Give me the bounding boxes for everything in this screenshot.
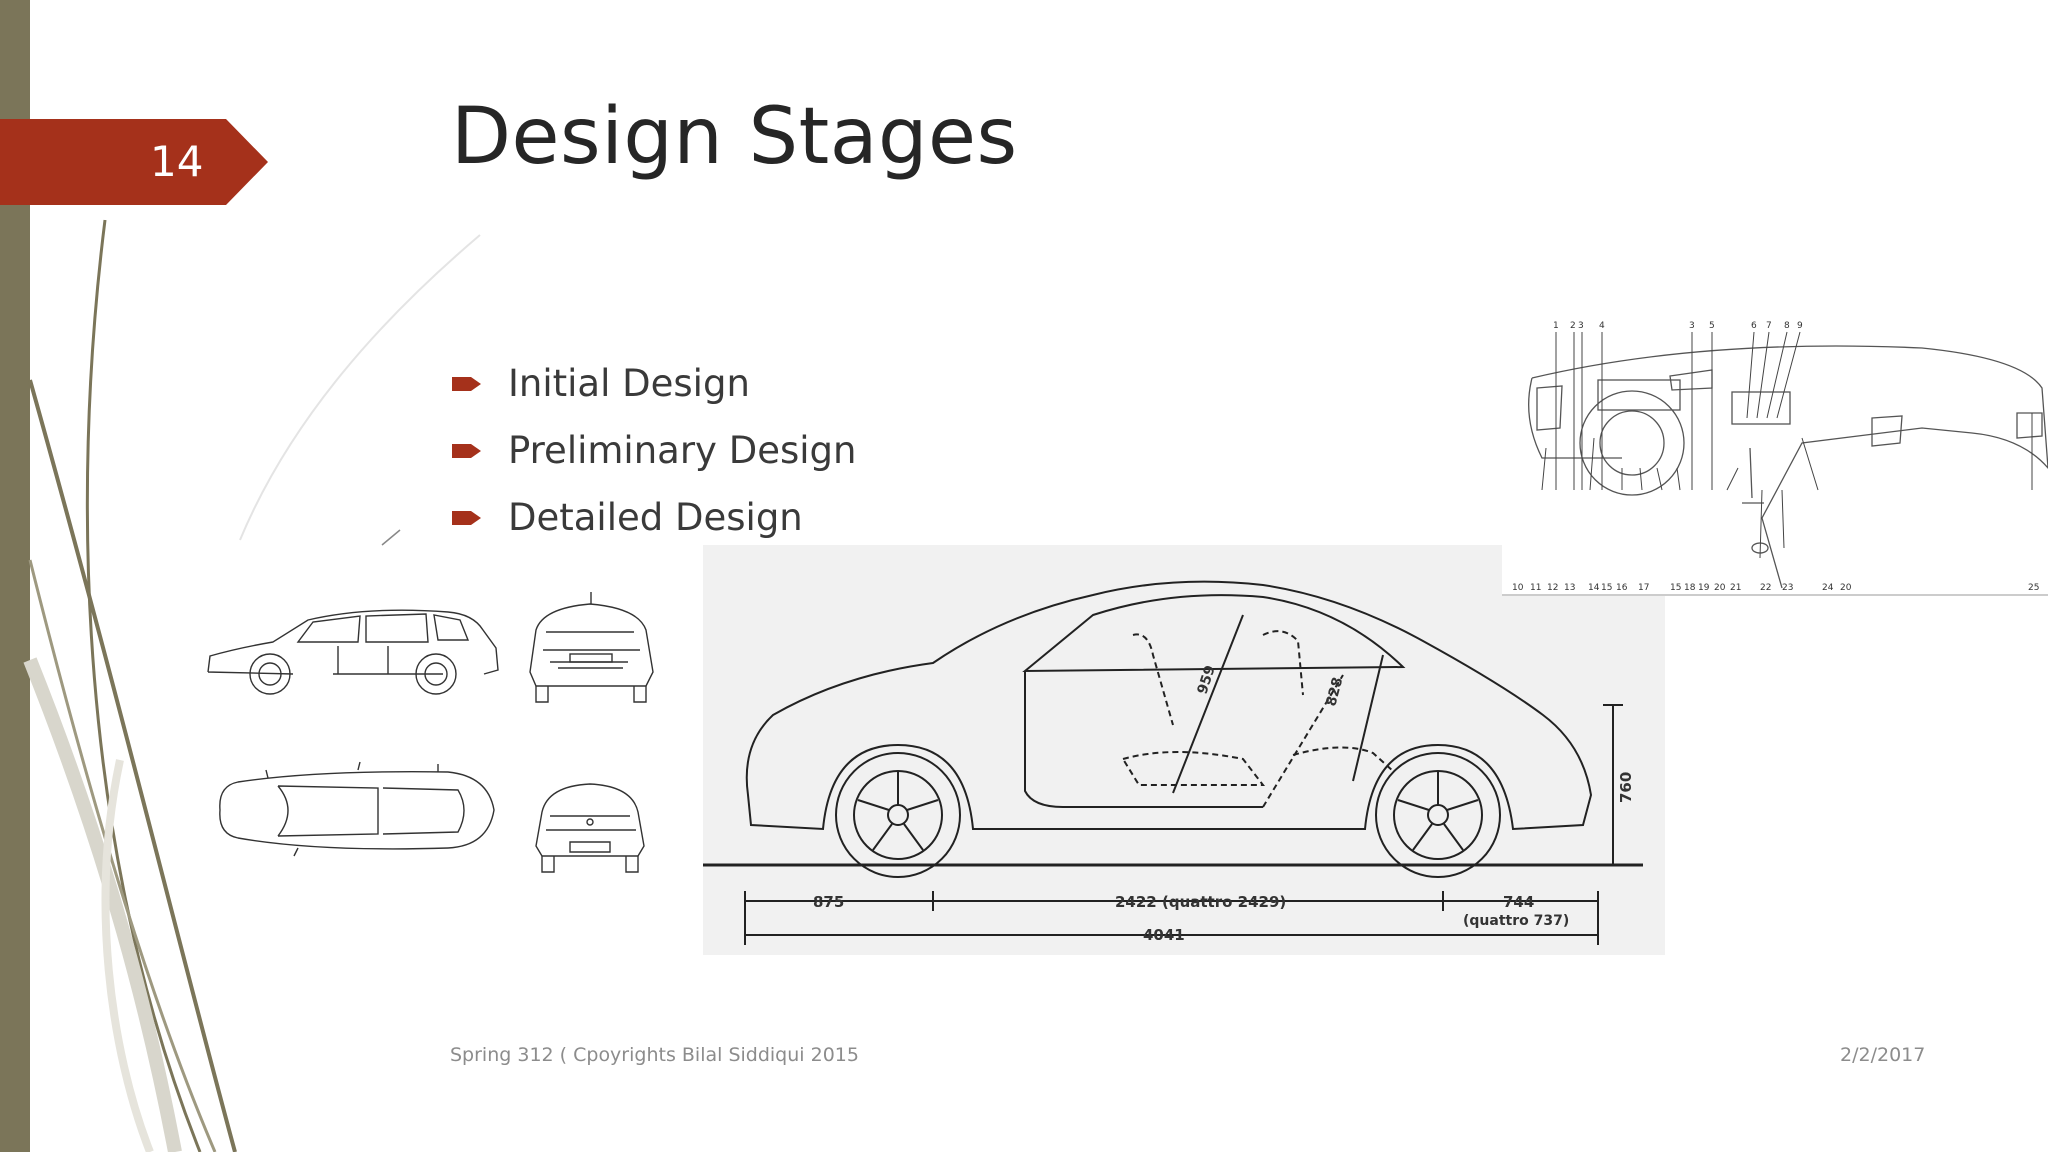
callout-label: 24 xyxy=(1822,583,1834,593)
callout-label: 19 xyxy=(1698,583,1710,593)
dim-height: 760 xyxy=(1617,772,1635,803)
callout-label: 20 xyxy=(1714,583,1726,593)
dim-rear-headroom: 828 xyxy=(1323,676,1346,708)
arrow-bullet-icon xyxy=(452,443,481,458)
bullet-item: Detailed Design xyxy=(452,484,856,551)
callout-label: 15 xyxy=(1670,583,1681,593)
callout-label: 6 xyxy=(1751,321,1757,331)
callout-label: 1 xyxy=(1553,321,1559,331)
callout-label: 3 xyxy=(1689,321,1695,331)
dim-total-length: 4041 xyxy=(1143,926,1185,944)
bullet-text: Initial Design xyxy=(508,362,750,405)
callout-label: 8 xyxy=(1784,321,1790,331)
arrow-bullet-icon xyxy=(452,376,481,391)
callout-label: 25 xyxy=(2028,583,2039,593)
footer-date: 2/2/2017 xyxy=(1840,1044,1926,1066)
callout-label: 18 xyxy=(1684,583,1696,593)
slide-number: 14 xyxy=(150,137,204,186)
callout-label: 22 xyxy=(1760,583,1771,593)
bullet-text: Preliminary Design xyxy=(508,429,857,472)
callout-label: 13 xyxy=(1564,583,1575,593)
bullet-text: Detailed Design xyxy=(508,496,803,539)
callout-label: 7 xyxy=(1766,321,1772,331)
bullet-item: Initial Design xyxy=(452,350,856,417)
car-orthographic-views-image xyxy=(207,592,654,873)
dim-front-overhang: 875 xyxy=(813,893,844,911)
slide-title: Design Stages xyxy=(451,92,1018,182)
dim-rear-overhang: 744 xyxy=(1503,893,1534,911)
callout-label: 9 xyxy=(1797,321,1803,331)
callout-label: 15 xyxy=(1601,583,1612,593)
callout-label: 3 xyxy=(1578,321,1584,331)
callout-label: 4 xyxy=(1599,321,1605,331)
dashboard-callout-drawing: 1 2 3 4 3 5 6 7 8 9 10 11 12 13 14 15 16… xyxy=(1502,318,2048,596)
dim-rear-quattro: (quattro 737) xyxy=(1463,913,1569,929)
callout-label: 11 xyxy=(1530,583,1541,593)
car-side-dimension-drawing: 875 2422 (quattro 2429) 744 (quattro 737… xyxy=(703,545,1665,955)
callout-label: 17 xyxy=(1638,583,1649,593)
dim-wheelbase: 2422 (quattro 2429) xyxy=(1115,893,1286,911)
callout-label: 20 xyxy=(1840,583,1852,593)
callout-label: 10 xyxy=(1512,583,1524,593)
slide-number-badge: 14 xyxy=(0,119,270,205)
arrow-bullet-icon xyxy=(452,510,481,525)
callout-label: 16 xyxy=(1616,583,1628,593)
callout-label: 23 xyxy=(1782,583,1793,593)
callout-label: 14 xyxy=(1588,583,1600,593)
bullet-item: Preliminary Design xyxy=(452,417,856,484)
footer-copyright: Spring 312 ( Cpoyrights Bilal Siddiqui 2… xyxy=(450,1044,859,1066)
callout-label: 12 xyxy=(1547,583,1558,593)
callout-label: 21 xyxy=(1730,583,1741,593)
callout-label: 5 xyxy=(1709,321,1715,331)
callout-label: 2 xyxy=(1570,321,1576,331)
bullet-list: Initial Design Preliminary Design Detail… xyxy=(452,350,856,551)
